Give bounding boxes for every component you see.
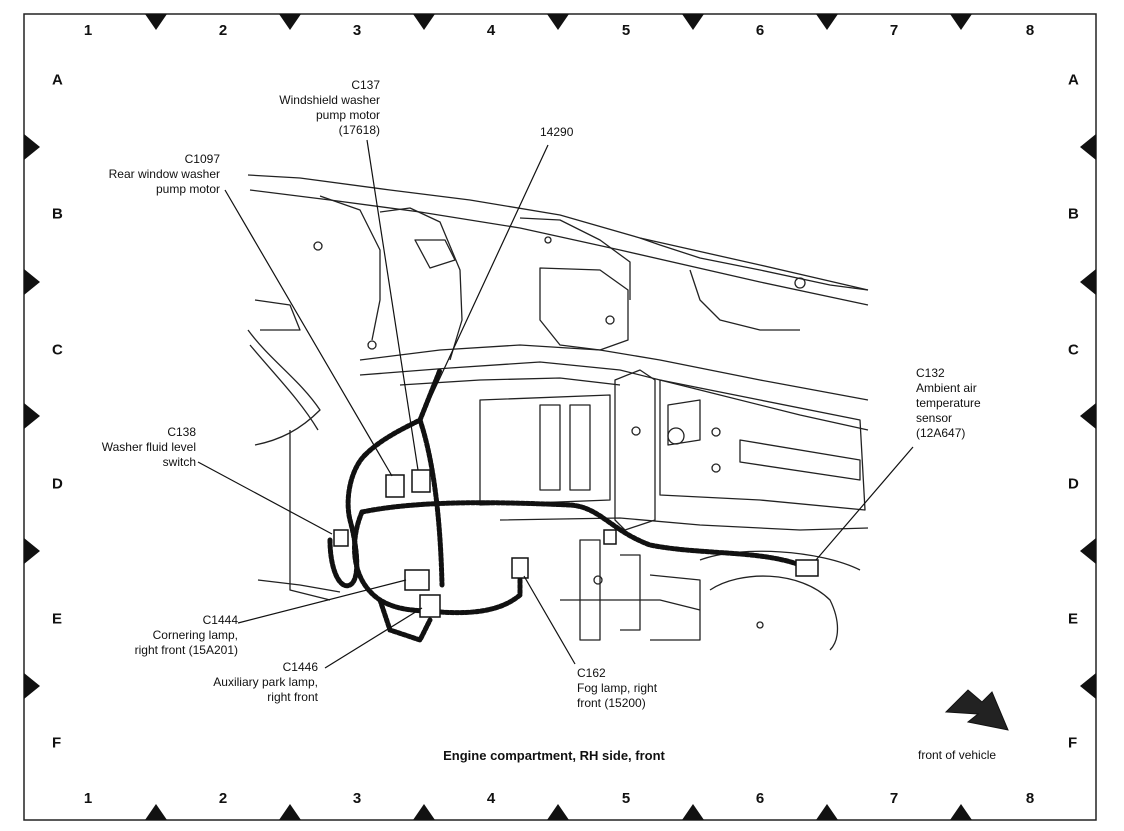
c1446-line1: Auxiliary park lamp,: [213, 675, 318, 689]
grid-column-label-bottom: 8: [1025, 790, 1035, 807]
grid-column-label-bottom: 4: [486, 790, 496, 807]
c138-line1: Washer fluid level: [101, 440, 196, 454]
grid-column-label-top: 1: [83, 22, 93, 39]
grid-marker-left: [24, 403, 40, 429]
callout-c1446: C1446 Auxiliary park lamp, right front: [213, 660, 318, 705]
c137-line3: (17618): [338, 123, 380, 137]
c137-line1: Windshield washer: [279, 93, 380, 107]
c138-line2: switch: [162, 455, 196, 469]
grid-row-label-left: B: [52, 205, 63, 223]
grid-marker-left: [24, 538, 40, 564]
grid-marker-top: [816, 14, 838, 30]
grid-marker-top: [950, 14, 972, 30]
c162-line1: Fog lamp, right: [577, 681, 658, 695]
grid-marker-left: [24, 673, 40, 699]
c162-line2: front (15200): [577, 696, 646, 710]
grid-row-label-right: E: [1068, 610, 1079, 628]
14290-id: 14290: [540, 125, 574, 139]
front-of-vehicle-arrow-icon: [944, 689, 1009, 731]
grid-marker-bottom: [279, 804, 301, 820]
grid-column-label-bottom: 6: [755, 790, 765, 807]
grid-row-label-left: C: [52, 341, 63, 359]
grid-marker-top: [682, 14, 704, 30]
grid-marker-left: [24, 134, 40, 160]
callout-c137: C137 Windshield washer pump motor (17618…: [279, 78, 380, 138]
grid-column-label-top: 5: [621, 22, 631, 39]
grid-column-label-top: 6: [755, 22, 765, 39]
callout-14290: 14290: [540, 125, 573, 140]
c132-line2: temperature: [916, 396, 981, 410]
grid-marker-bottom: [547, 804, 569, 820]
c1444-line1: Cornering lamp,: [152, 628, 238, 642]
grid-row-label-right: A: [1068, 71, 1079, 89]
c137-id: C137: [351, 78, 380, 92]
grid-marker-right: [1080, 538, 1096, 564]
grid-row-label-right: B: [1068, 205, 1079, 223]
grid-marker-bottom: [413, 804, 435, 820]
connectors: [333, 469, 819, 618]
callout-c162: C162 Fog lamp, right front (15200): [577, 666, 657, 711]
grid-row-label-left: E: [52, 610, 63, 628]
grid-marker-right: [1080, 673, 1096, 699]
c1097-line2: pump motor: [155, 182, 220, 196]
grid-marker-right: [1080, 134, 1096, 160]
c1097-line1: Rear window washer: [108, 167, 220, 181]
grid-marker-right: [1080, 403, 1096, 429]
grid-marker-right: [1080, 269, 1096, 295]
grid-column-label-top: 3: [352, 22, 362, 39]
c132-line3: sensor: [916, 411, 953, 425]
grid-column-label-bottom: 2: [218, 790, 228, 807]
grid-marker-top: [547, 14, 569, 30]
diagram-caption: Engine compartment, RH side, front: [443, 748, 665, 763]
c132-id: C132: [916, 366, 945, 380]
grid-column-label-top: 4: [486, 22, 496, 39]
grid-column-label-bottom: 3: [352, 790, 362, 807]
grid-row-label-right: D: [1068, 475, 1079, 493]
grid-marker-bottom: [950, 804, 972, 820]
grid-row-label-left: D: [52, 475, 63, 493]
c132-line1: Ambient air: [916, 381, 977, 395]
grid-marker-bottom: [816, 804, 838, 820]
grid-row-label-left: A: [52, 71, 63, 89]
callout-c1444: C1444 Cornering lamp, right front (15A20…: [135, 613, 238, 658]
callout-c132: C132 Ambient air temperature sensor (12A…: [916, 366, 981, 441]
grid-column-label-bottom: 5: [621, 790, 631, 807]
grid-marker-left: [24, 269, 40, 295]
grid-markers: [24, 14, 1096, 820]
leader-lines: [197, 139, 914, 669]
grid-row-label-left: F: [52, 734, 62, 752]
c162-id: C162: [577, 666, 606, 680]
grid-column-label-top: 2: [218, 22, 228, 39]
front-of-vehicle-label: front of vehicle: [918, 748, 997, 762]
grid-marker-top: [279, 14, 301, 30]
wiring-harness: [327, 367, 803, 644]
grid-marker-top: [145, 14, 167, 30]
c1446-line2: right front: [267, 690, 318, 704]
callout-c138: C138 Washer fluid level switch: [102, 425, 196, 470]
grid-column-label-bottom: 7: [889, 790, 899, 807]
c1444-id: C1444: [202, 613, 238, 627]
grid-marker-bottom: [145, 804, 167, 820]
callout-c1097: C1097 Rear window washer pump motor: [109, 152, 220, 197]
grid-column-label-top: 7: [889, 22, 899, 39]
c137-line2: pump motor: [315, 108, 380, 122]
engine-compartment-drawing: [247, 174, 869, 651]
grid-column-label-top: 8: [1025, 22, 1035, 39]
grid-column-label-bottom: 1: [83, 790, 93, 807]
c1444-line2: right front (15A201): [134, 643, 238, 657]
c138-id: C138: [167, 425, 196, 439]
grid-row-label-right: C: [1068, 341, 1079, 359]
grid-row-label-right: F: [1068, 734, 1078, 752]
c132-line4: (12A647): [916, 426, 966, 440]
grid-marker-top: [413, 14, 435, 30]
grid-marker-bottom: [682, 804, 704, 820]
c1446-id: C1446: [282, 660, 318, 674]
c1097-id: C1097: [184, 152, 220, 166]
